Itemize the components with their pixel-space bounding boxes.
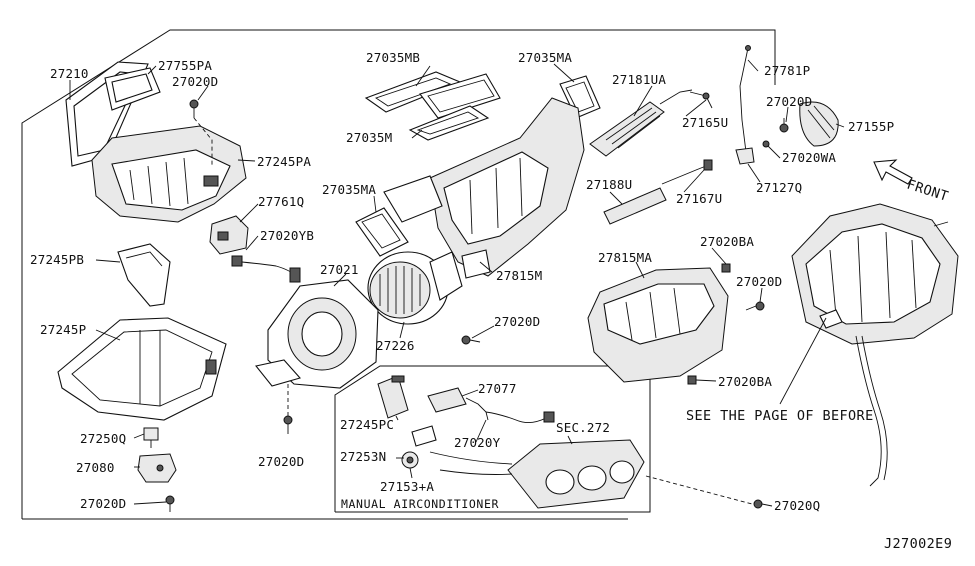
assembled-unit xyxy=(791,203,959,487)
label-sec272: SEC.272 xyxy=(556,420,610,435)
label-27165U: 27165U xyxy=(682,115,728,130)
case-27815MA xyxy=(587,267,729,383)
clip-27127Q xyxy=(735,147,755,165)
label-27020D-d: 27020D xyxy=(736,274,782,289)
label-27020D-b: 27020D xyxy=(80,496,126,511)
label-27020Y: 27020Y xyxy=(454,435,501,450)
actuator-27761Q xyxy=(209,215,249,255)
screw-27020D-f xyxy=(283,415,293,434)
screw-27020D-d xyxy=(745,301,765,311)
label-27020WA: 27020WA xyxy=(782,150,836,165)
duct-27245PB xyxy=(117,243,171,307)
seal-27035MA-a xyxy=(419,73,501,119)
label-27761Q: 27761Q xyxy=(258,194,304,209)
heater-case-27815M xyxy=(383,97,585,279)
leader-lines xyxy=(69,59,845,505)
label-27815M: 27815M xyxy=(496,268,542,283)
label-27020YB: 27020YB xyxy=(260,228,314,243)
label-27226: 27226 xyxy=(376,338,415,353)
harness-27020YB xyxy=(231,255,301,283)
label-27245PC: 27245PC xyxy=(340,417,394,432)
label-27127Q: 27127Q xyxy=(756,180,802,195)
label-27020D-a: 27020D xyxy=(172,74,218,89)
seal-27188U xyxy=(603,187,667,225)
sensor-27253N xyxy=(411,425,437,447)
label-27153A: 27153+A xyxy=(380,479,434,494)
screw-27020D-b xyxy=(165,495,175,512)
screw-27020D-c xyxy=(779,118,789,133)
harness-27020Y xyxy=(485,411,555,423)
label-27210: 27210 xyxy=(50,66,89,81)
label-27020D-f: 27020D xyxy=(258,454,304,469)
label-27035MA-a: 27035MA xyxy=(518,50,572,65)
diagram-id: J27002E9 xyxy=(884,536,952,552)
blower-motor-27226 xyxy=(367,251,463,325)
label-27781P: 27781P xyxy=(764,63,810,78)
label-27080: 27080 xyxy=(76,460,115,475)
cable-27781P xyxy=(739,45,751,153)
label-27035MB: 27035MB xyxy=(366,50,420,65)
label-27020BA-a: 27020BA xyxy=(700,234,754,249)
screw-27020D-e xyxy=(461,335,481,345)
label-27188U: 27188U xyxy=(586,177,632,192)
screw-27020Q xyxy=(753,499,773,509)
front-label: FRONT xyxy=(905,177,950,205)
evaporator-27181UA xyxy=(589,89,693,157)
washer-27020WA xyxy=(762,140,770,148)
clip-27020BA-a xyxy=(721,263,731,273)
seal-27035MA-b xyxy=(355,207,409,257)
label-27035MA-b: 27035MA xyxy=(322,182,376,197)
lever-27155P xyxy=(799,101,839,147)
seal-27755PA xyxy=(104,67,161,111)
label-27077: 27077 xyxy=(478,381,517,396)
label-27155P: 27155P xyxy=(848,119,894,134)
module-27245PC xyxy=(377,375,409,419)
label-27815MA: 27815MA xyxy=(598,250,652,265)
label-27020Q: 27020Q xyxy=(774,498,820,513)
label-27020D-c: 27020D xyxy=(766,94,812,109)
label-27253N: 27253N xyxy=(340,449,386,464)
label-27181UA: 27181UA xyxy=(612,72,666,87)
switch-27153A xyxy=(401,451,419,469)
clip-27020BA-b xyxy=(687,375,697,385)
blower-housing-27021 xyxy=(255,279,379,389)
label-27020BA-b: 27020BA xyxy=(718,374,772,389)
label-27167U: 27167U xyxy=(676,191,722,206)
front-arrow xyxy=(873,159,913,185)
intake-unit-27245PA xyxy=(91,125,247,223)
sensor-27250Q xyxy=(143,427,159,448)
label-27035M: 27035M xyxy=(346,130,392,145)
inset-title: MANUAL AIRCONDITIONER xyxy=(341,497,499,511)
actuator-27080 xyxy=(137,453,177,483)
control-panel-sec272 xyxy=(429,439,645,509)
label-27020D-e: 27020D xyxy=(494,314,540,329)
outline-frame xyxy=(21,29,776,520)
label-27245P: 27245P xyxy=(40,322,86,337)
label-27755PA: 27755PA xyxy=(158,58,212,73)
label-27021: 27021 xyxy=(320,262,359,277)
label-27250Q: 27250Q xyxy=(80,431,126,446)
reference-note: SEE THE PAGE OF BEFORE xyxy=(686,408,874,424)
inset-frame xyxy=(334,365,651,513)
lower-housing-27245P xyxy=(57,317,227,421)
part-labels: 27210 27755PA 27020D 27245PA 27761Q 2702… xyxy=(30,50,952,552)
label-27245PB: 27245PB xyxy=(30,252,84,267)
sensor-27167U xyxy=(661,159,713,185)
resistor-27077 xyxy=(427,387,489,421)
screw-27020D-a xyxy=(189,99,199,118)
pipe-27165U xyxy=(689,91,713,109)
seal-27035M xyxy=(408,105,490,141)
label-27245PA: 27245PA xyxy=(257,154,311,169)
